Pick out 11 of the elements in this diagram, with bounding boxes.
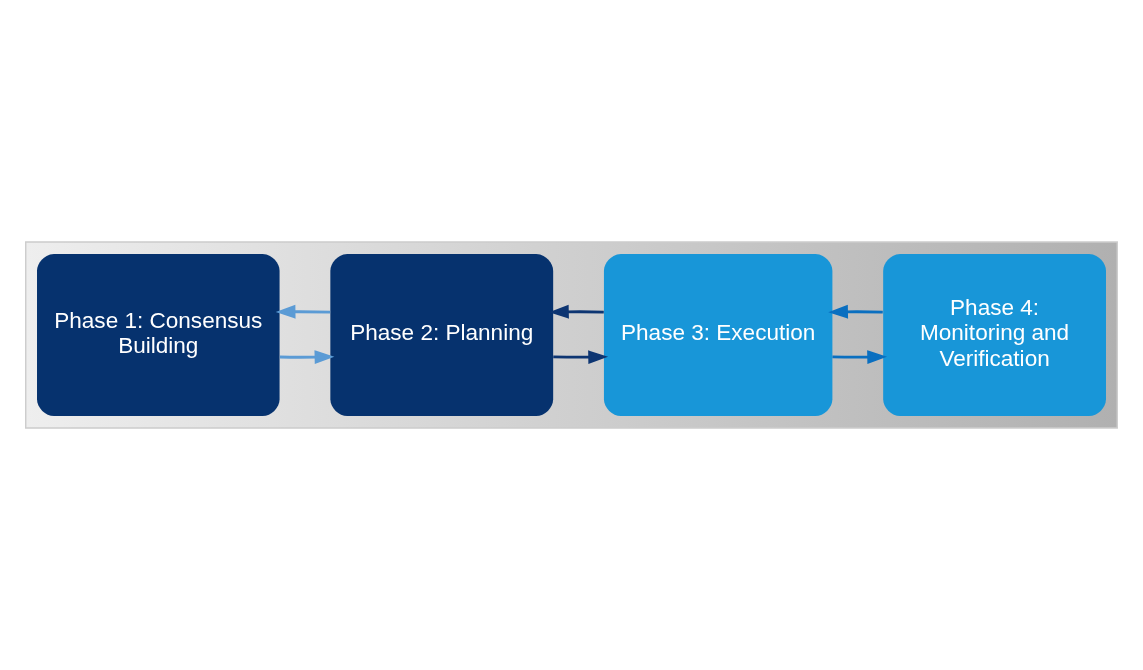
node-box: Phase 4: Monitoring and Verification — [883, 253, 1106, 417]
arrow — [828, 304, 883, 319]
node-box: Phase 3: Execution — [603, 253, 833, 417]
arrow — [279, 350, 335, 365]
arrow — [549, 304, 604, 319]
arrow — [832, 350, 888, 365]
node-box: Phase 2: Planning — [330, 253, 554, 417]
node-box: Phase 1: Consensus Building — [37, 253, 280, 417]
arrow — [275, 304, 331, 319]
arrow — [553, 350, 609, 365]
cluster — [25, 241, 1118, 429]
